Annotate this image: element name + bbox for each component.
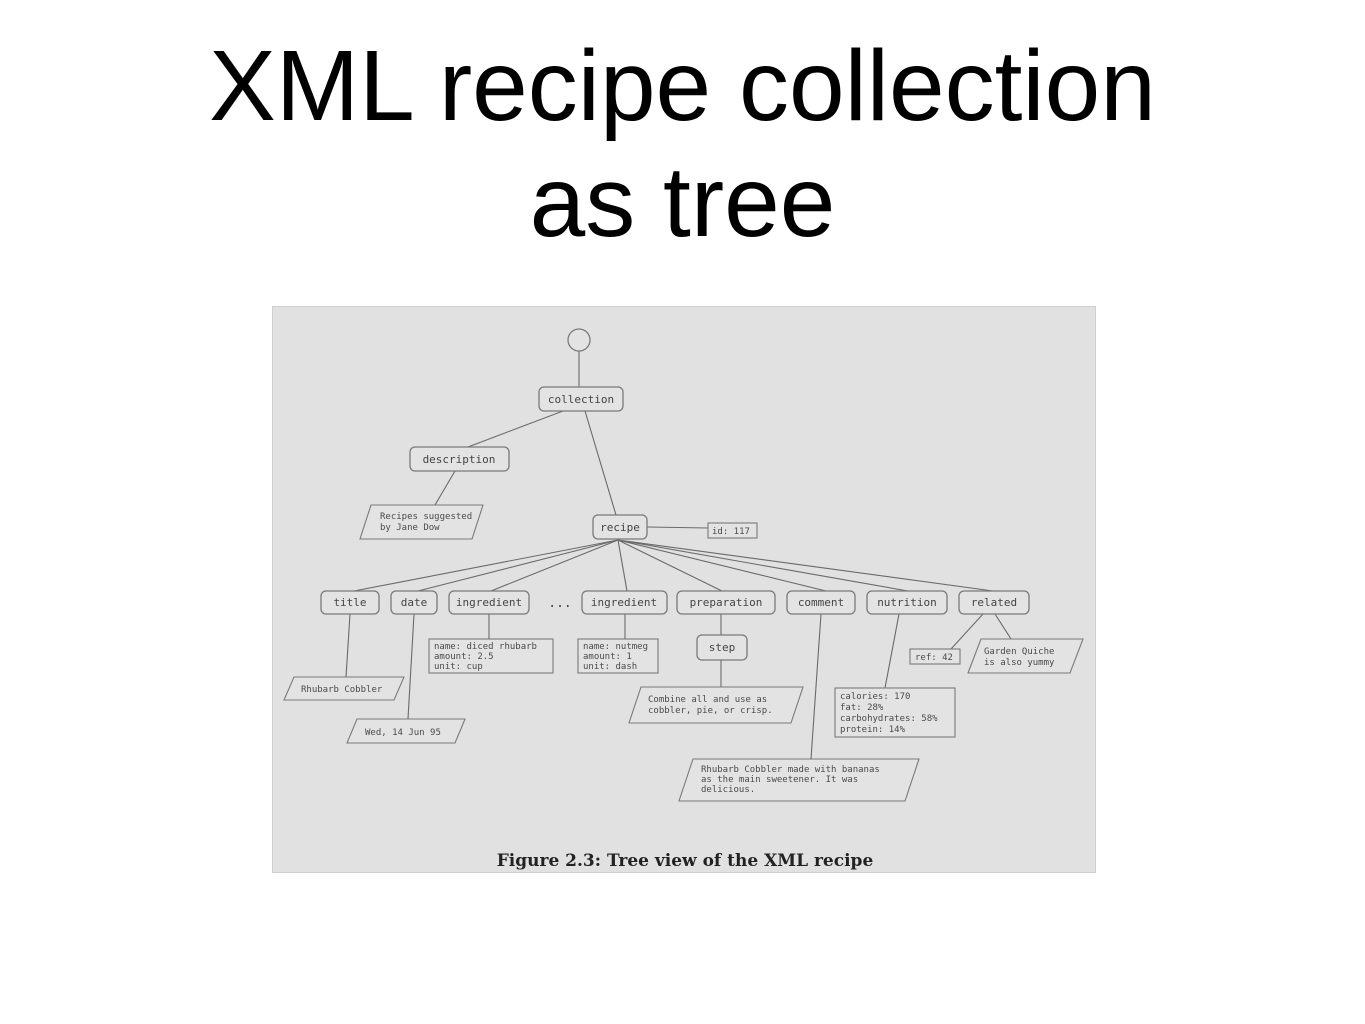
text-date: Wed, 14 Jun 95	[346, 718, 466, 744]
text-description-line-1: Recipes suggested	[380, 512, 472, 522]
node-ingredient-1-label: ingredient	[456, 596, 522, 609]
attr-recipe-id-label: id: 117	[712, 527, 750, 537]
attr-nutrition-carbohydrates: carbohydrates: 58%	[840, 714, 938, 724]
node-date: date	[390, 590, 438, 615]
text-description-line-2: by Jane Dow	[380, 523, 440, 533]
attr-nutrition-protein: protein: 14%	[840, 725, 906, 735]
attr-ingredient-1: name: diced rhubarb amount: 2.5 unit: cu…	[428, 638, 554, 674]
attr-related-ref-label: ref: 42	[915, 653, 953, 663]
slide-title-line-2: as tree	[529, 146, 836, 258]
attr-ingredient-2: name: nutmeg amount: 1 unit: dash	[577, 638, 659, 674]
node-comment: comment	[786, 590, 856, 615]
node-collection: collection	[538, 386, 624, 412]
node-ingredient-1: ingredient	[448, 590, 530, 615]
attr-ingredient-2-unit: unit: dash	[583, 662, 637, 672]
node-collection-label: collection	[548, 393, 614, 406]
node-recipe: recipe	[592, 514, 648, 540]
text-comment-line-1: Rhubarb Cobbler made with bananas	[701, 765, 880, 775]
text-title: Rhubarb Cobbler	[283, 676, 405, 701]
node-description: description	[409, 446, 510, 472]
node-title: title	[320, 590, 380, 615]
attr-ingredient-2-amount: amount: 1	[583, 652, 632, 662]
text-date-value: Wed, 14 Jun 95	[365, 728, 441, 738]
attr-related-ref: ref: 42	[909, 648, 961, 665]
root-circle	[567, 328, 591, 352]
node-preparation: preparation	[676, 590, 776, 615]
text-comment-line-3: delicious.	[701, 785, 755, 795]
tree-edges	[345, 350, 1012, 760]
attr-recipe-id: id: 117	[707, 522, 758, 539]
node-recipe-label: recipe	[600, 521, 640, 534]
node-nutrition-label: nutrition	[877, 596, 937, 609]
text-comment-line-2: as the main sweetener. It was	[701, 775, 858, 785]
attr-ingredient-1-amount: amount: 2.5	[434, 652, 494, 662]
attr-ingredient-1-name: name: diced rhubarb	[434, 642, 537, 652]
node-preparation-label: preparation	[690, 596, 763, 609]
node-step-label: step	[709, 641, 736, 654]
attr-nutrition-calories: calories: 170	[840, 692, 910, 702]
node-step: step	[696, 634, 748, 661]
figure-caption: Figure 2.3: Tree view of the XML recipe	[497, 851, 874, 871]
node-ingredient-2-label: ingredient	[591, 596, 657, 609]
text-step-line-1: Combine all and use as	[648, 695, 767, 705]
attr-ingredient-2-name: name: nutmeg	[583, 642, 648, 652]
text-comment: Rhubarb Cobbler made with bananas as the…	[678, 758, 920, 802]
node-date-label: date	[401, 596, 428, 609]
node-description-label: description	[423, 453, 496, 466]
node-nutrition: nutrition	[866, 590, 948, 615]
tree-figure: collection description Recipes suggested…	[272, 306, 1096, 873]
text-related-line-2: is also yummy	[984, 658, 1055, 668]
text-step: Combine all and use as cobbler, pie, or …	[628, 686, 804, 724]
tree-diagram: collection description Recipes suggested…	[283, 328, 1084, 871]
node-ingredient-2: ingredient	[581, 590, 668, 615]
text-related: Garden Quiche is also yummy	[967, 638, 1084, 674]
text-title-value: Rhubarb Cobbler	[301, 685, 383, 695]
slide-title: XML recipe collection as tree	[0, 28, 1365, 260]
slide-title-line-1: XML recipe collection	[209, 30, 1156, 142]
ellipsis: ...	[548, 596, 571, 611]
node-related: related	[958, 590, 1030, 615]
attr-nutrition-fat: fat: 28%	[840, 703, 884, 713]
node-comment-label: comment	[798, 596, 844, 609]
node-title-label: title	[333, 596, 366, 609]
node-related-label: related	[971, 596, 1017, 609]
attr-ingredient-1-unit: unit: cup	[434, 662, 483, 672]
text-description: Recipes suggested by Jane Dow	[359, 504, 484, 540]
text-related-line-1: Garden Quiche	[984, 647, 1054, 657]
attr-nutrition: calories: 170 fat: 28% carbohydrates: 58…	[834, 687, 956, 738]
text-step-line-2: cobbler, pie, or crisp.	[648, 706, 773, 716]
